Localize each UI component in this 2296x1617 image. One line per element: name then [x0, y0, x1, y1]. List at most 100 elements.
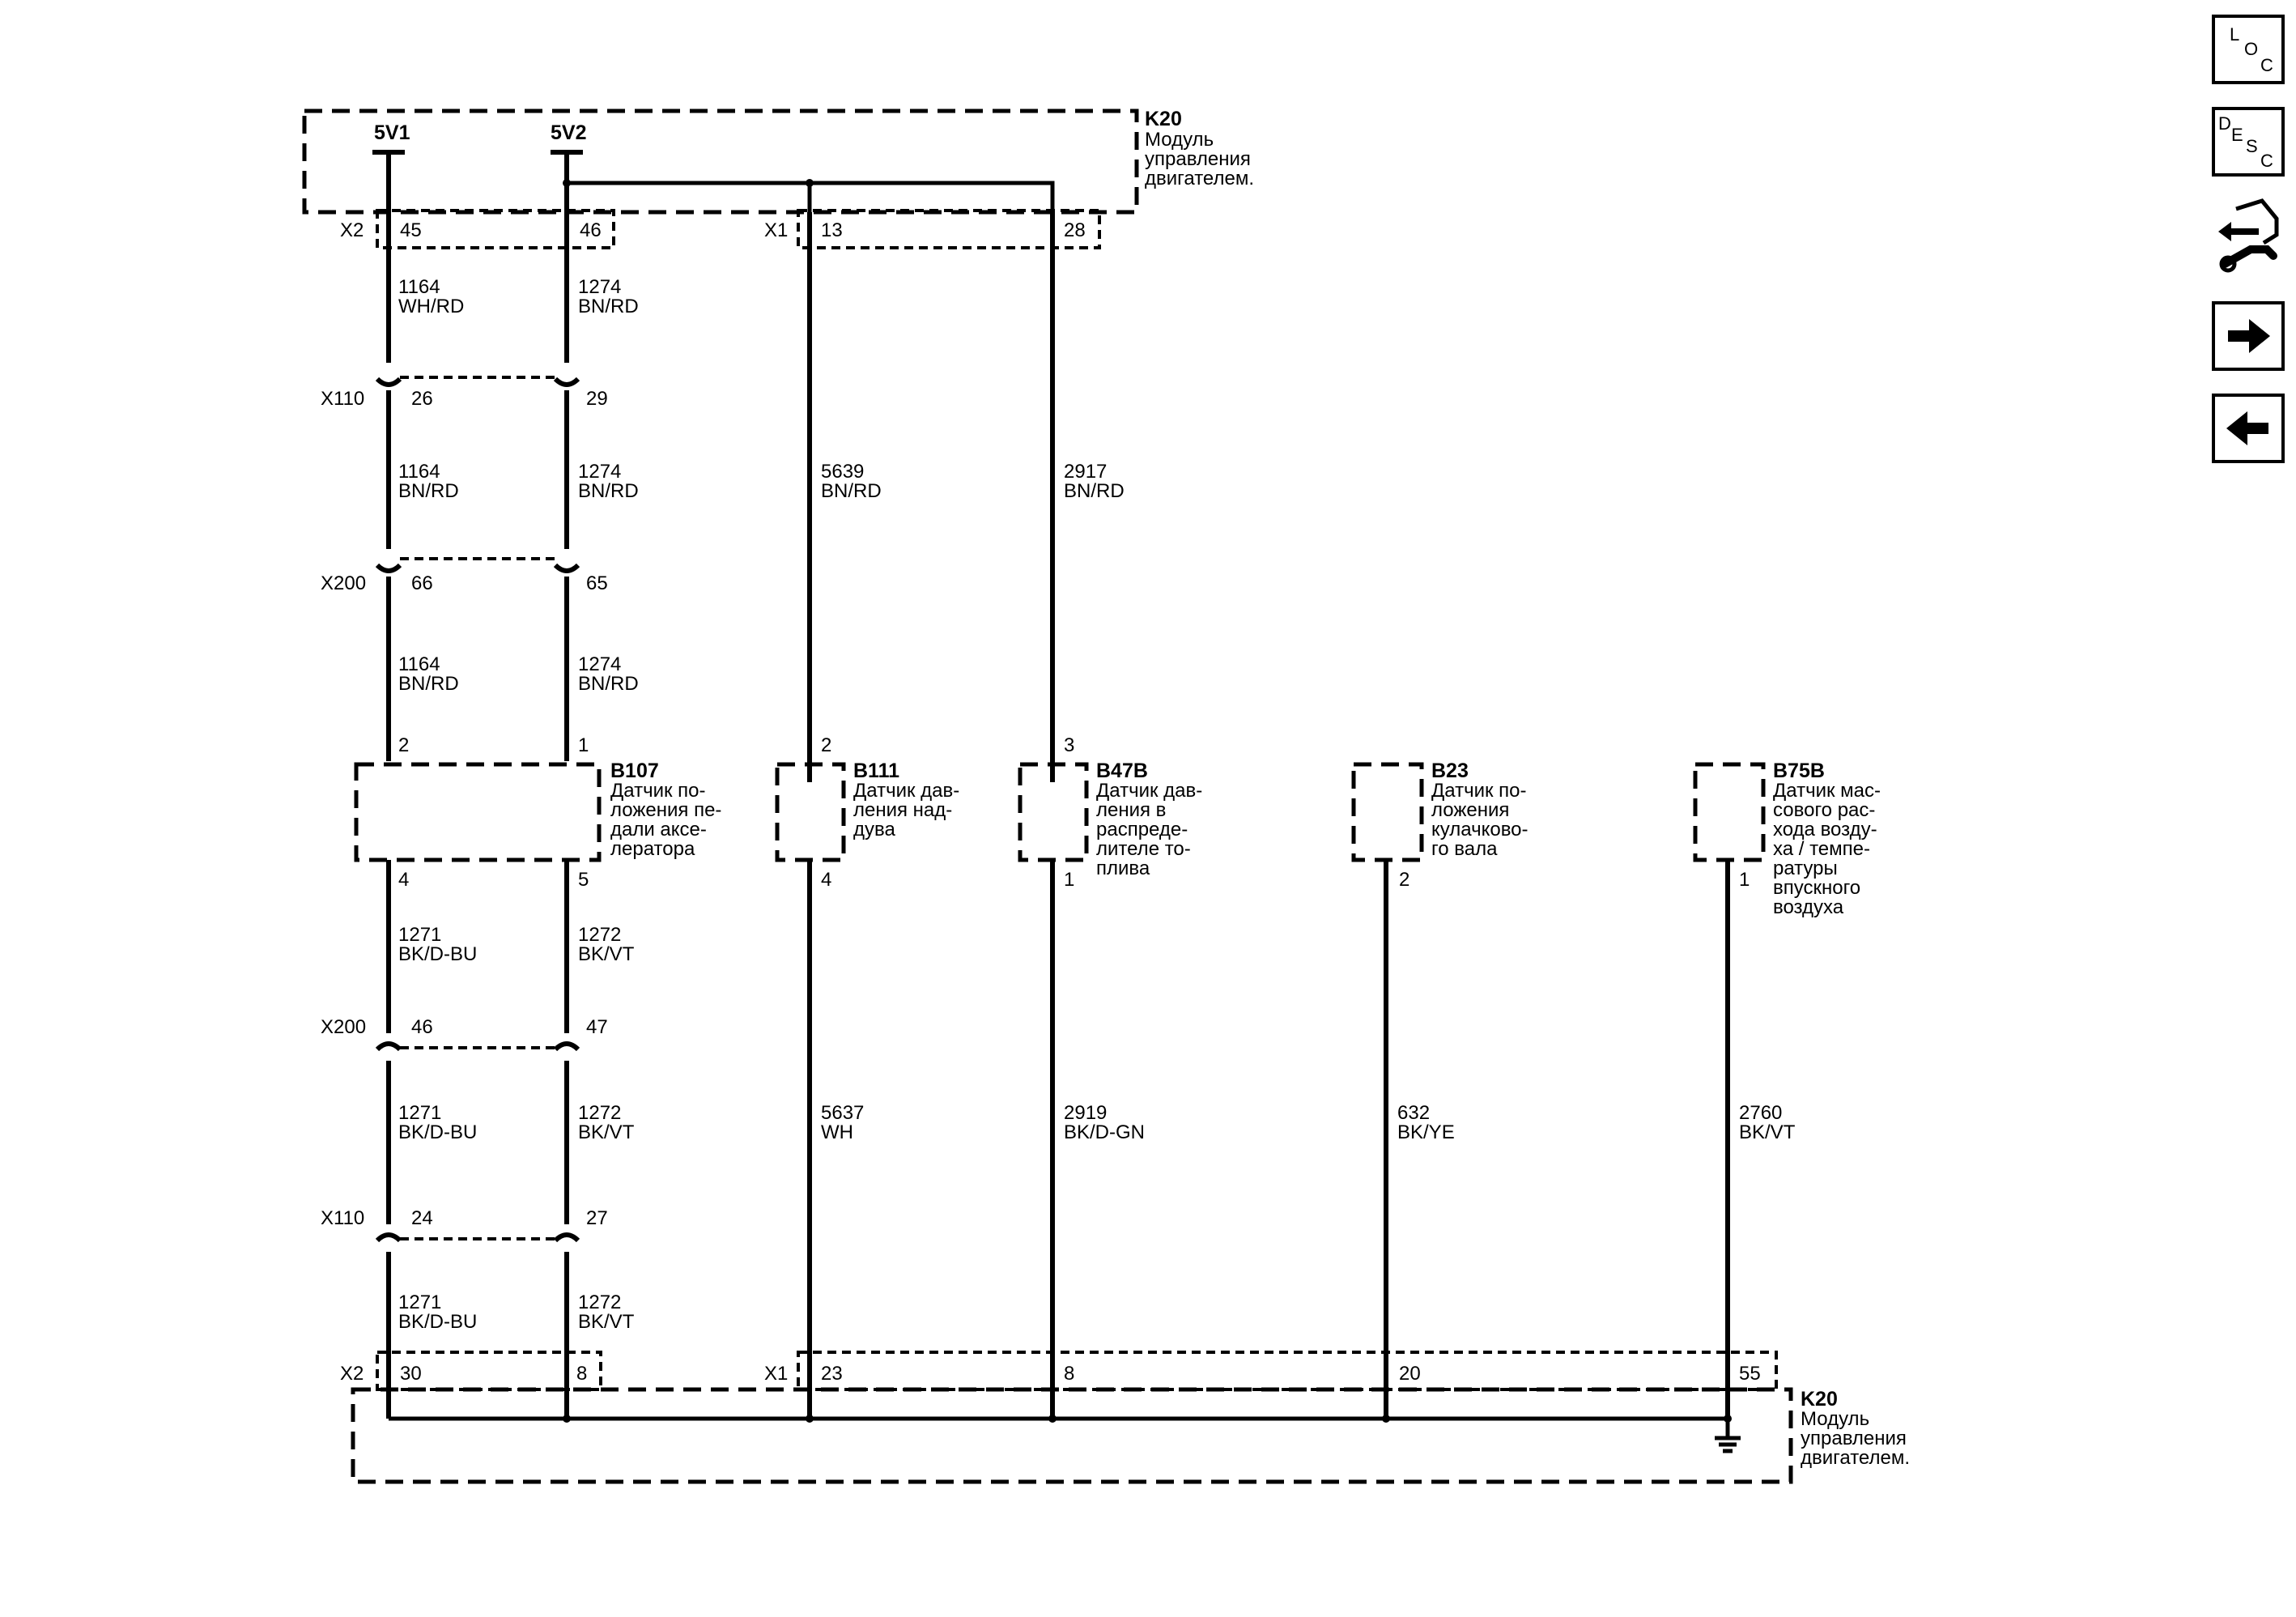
module-k20-bottom-name: K20: [1801, 1388, 1838, 1411]
b47b-desc-4: лителе то-: [1096, 838, 1191, 860]
module-k20-bottom-desc-3: двигателем.: [1801, 1447, 1910, 1469]
wire-label-num: 2917: [1064, 461, 1107, 483]
pin-27: 27: [586, 1207, 608, 1229]
wire-label-color: BK/D-BU: [398, 943, 477, 965]
pin-66: 66: [411, 572, 433, 594]
b107-pin-bot-b: 5: [578, 869, 589, 891]
prev-button[interactable]: [2212, 394, 2285, 463]
wire-label-num: 1272: [578, 1291, 621, 1313]
b75b-desc-7: воздуха: [1773, 896, 1844, 918]
wire-label-color: BK/D-GN: [1064, 1121, 1145, 1143]
svg-text:C: C: [2260, 55, 2273, 75]
connector-x110-lower-label: X110: [321, 1207, 364, 1229]
wire-label-color: BK/VT: [578, 943, 635, 965]
b107-pin-top-b: 1: [578, 734, 589, 756]
component-b107: 2 1 4 5 B107 Датчик по- ложения пе- дали…: [354, 734, 721, 891]
supply-5v2-label: 5V2: [551, 121, 586, 144]
b107-desc-3: дали аксе-: [610, 819, 707, 840]
pin-45: 45: [400, 219, 422, 241]
wire-label-num: 1164: [398, 653, 440, 675]
component-b75b: 1 B75B Датчик мас- сового рас- хода возд…: [1693, 760, 1881, 918]
wire-label-color: BK/D-BU: [398, 1121, 477, 1143]
pin-65: 65: [586, 572, 608, 594]
b75b-id: B75B: [1773, 760, 1825, 782]
b75b-desc-5: ратуры: [1773, 857, 1838, 879]
pin-24: 24: [411, 1207, 433, 1229]
pin-28: 28: [1064, 219, 1086, 241]
module-k20-bottom: X2 30 8 X1 23 8 20 55 K20 Модуль управле…: [340, 1351, 1910, 1484]
wire-label-num: 632: [1397, 1102, 1430, 1124]
b75b-desc-4: ха / темпе-: [1773, 838, 1870, 860]
connector-x2-top-label: X2: [340, 219, 364, 241]
connector-x1-top-box: [797, 209, 1101, 249]
wire-label-num: 1274: [578, 276, 621, 298]
connector-x2-top-box: [376, 209, 615, 249]
b75b-desc-3: хода возду-: [1773, 819, 1877, 840]
connector-x1-top-label: X1: [764, 219, 788, 241]
connector-x110-lower-b: [553, 1232, 580, 1243]
loc-button[interactable]: L O C: [2212, 15, 2285, 84]
inline-connectors: X110 26 29 X200 66 65 X200 46 47 X110 24…: [321, 376, 608, 1243]
pin-30: 30: [400, 1363, 422, 1385]
connector-x200-lower-b: [553, 1041, 580, 1052]
internal-5v2-bus: [567, 181, 1055, 212]
svg-text:E: E: [2231, 125, 2243, 145]
module-k20-top-desc-2: управления: [1145, 148, 1251, 170]
svg-text:S: S: [2246, 136, 2258, 156]
b23-pin-bot: 2: [1399, 869, 1409, 891]
connector-x1-bottom-box: [797, 1351, 1778, 1391]
b75b-desc-1: Датчик мас-: [1773, 780, 1881, 802]
splice-dot: [1382, 1415, 1390, 1423]
pin-47: 47: [586, 1016, 608, 1038]
b75b-pin-bot: 1: [1739, 869, 1750, 891]
b111-desc-2: ления над-: [853, 799, 952, 821]
wire-label-color: BN/RD: [578, 296, 639, 317]
wire-label-num: 2760: [1739, 1102, 1782, 1124]
connector-x200-lower-label: X200: [321, 1016, 366, 1038]
next-button[interactable]: [2212, 301, 2285, 371]
b47b-desc-5: плива: [1096, 857, 1150, 879]
b75b-desc-6: впускного: [1773, 877, 1860, 899]
b47b-pin-top: 3: [1064, 734, 1074, 756]
tools-button[interactable]: [2213, 198, 2283, 279]
wire-label-color: BN/RD: [578, 480, 639, 502]
b111-desc-3: дува: [853, 819, 895, 840]
wire-label-color: BK/VT: [1739, 1121, 1796, 1143]
wire-label-num: 2919: [1064, 1102, 1107, 1124]
b111-pin-top: 2: [821, 734, 831, 756]
connector-x2-bottom-label: X2: [340, 1363, 364, 1385]
splice-dot: [563, 1415, 571, 1423]
connector-x200-upper-label: X200: [321, 572, 366, 594]
splice-dot: [1048, 1415, 1057, 1423]
wire-label-num: 1274: [578, 461, 621, 483]
b111-pin-bot: 4: [821, 869, 831, 891]
b75b-desc-2: сового рас-: [1773, 799, 1875, 821]
desc-button[interactable]: D E S C: [2212, 107, 2285, 177]
connector-x2-bottom-box: [376, 1351, 602, 1391]
b107-desc-4: лератора: [610, 838, 695, 860]
b111-desc-1: Датчик дав-: [853, 780, 959, 802]
connector-x200-upper-b: [553, 563, 580, 573]
module-k20-top: K20 Модуль управления двигателем. 5V1 5V…: [302, 108, 1254, 249]
svg-text:C: C: [2260, 151, 2273, 171]
wire-label-num: 1272: [578, 1102, 621, 1124]
b23-id: B23: [1431, 760, 1469, 782]
component-b111: 2 4 B111 Датчик дав- ления над- дува: [775, 734, 959, 891]
wire-label-color: WH/RD: [398, 296, 464, 317]
connector-x110-upper-label: X110: [321, 388, 364, 410]
wire-label-num: 1164: [398, 461, 440, 483]
pin-55: 55: [1739, 1363, 1761, 1385]
pin-26: 26: [411, 388, 433, 410]
svg-text:O: O: [2244, 39, 2258, 59]
component-b23: 2 B23 Датчик по- ложения кулачково- го в…: [1351, 760, 1529, 891]
pin-8-x2: 8: [576, 1363, 587, 1385]
b47b-desc-1: Датчик дав-: [1096, 780, 1202, 802]
toolbar: L O C D E S C: [2212, 15, 2285, 463]
splice-dot: [806, 1415, 814, 1423]
pin-20: 20: [1399, 1363, 1421, 1385]
pin-29: 29: [586, 388, 608, 410]
pin-46: 46: [580, 219, 602, 241]
component-b47b: 3 1 B47B Датчик дав- ления в распреде- л…: [1018, 734, 1202, 891]
b23-desc-3: кулачково-: [1431, 819, 1529, 840]
